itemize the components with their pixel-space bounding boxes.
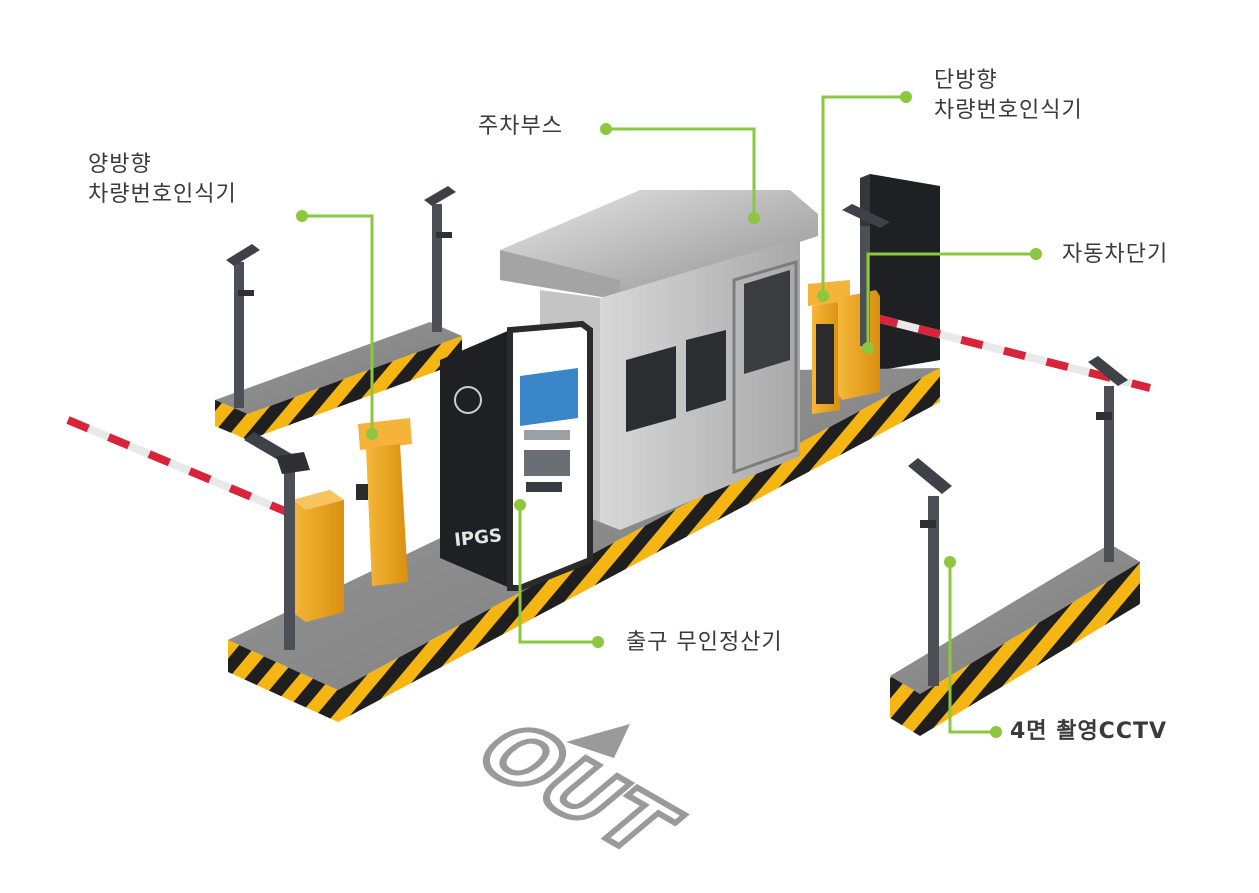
- callout-unidirectional-lpr: [821, 95, 906, 296]
- callout-dot-icon: [1030, 248, 1042, 260]
- callout-dot-icon: [600, 123, 612, 135]
- cctv-pole-right-back: [842, 204, 890, 346]
- callout-auto-barrier: [866, 252, 1036, 348]
- callout-dot-icon: [817, 290, 829, 302]
- bidirectional-lpr-unit: [356, 418, 412, 586]
- front-left-barrier: [66, 416, 344, 622]
- front-right-island: [890, 544, 1140, 736]
- cctv-pole-front-right-2: [1088, 356, 1128, 562]
- floor-out-text: OUT: [454, 708, 699, 870]
- callout-bidirectional-lpr: [302, 214, 374, 434]
- callout-dots: [296, 91, 1042, 738]
- label-bidirectional-lpr-line2: 차량번호인식기: [88, 182, 237, 207]
- callout-lines: [302, 95, 1036, 734]
- callout-dot-icon: [990, 726, 1002, 738]
- callout-dot-icon: [944, 556, 956, 568]
- callout-dot-icon: [900, 91, 912, 103]
- floor-arrow-icon: [566, 724, 630, 758]
- label-unidirectional-lpr-line1: 단방향: [934, 68, 998, 93]
- label-bidirectional-lpr-line1: 양방향: [88, 152, 152, 177]
- label-unidirectional-lpr: 단방향 차량번호인식기: [934, 66, 1083, 126]
- callout-dot-icon: [862, 342, 874, 354]
- exit-kiosk: IPGS: [440, 320, 593, 591]
- label-exit-kiosk: 출구 무인정산기: [626, 630, 783, 655]
- callout-dot-icon: [748, 212, 760, 224]
- back-left-island: [215, 322, 462, 440]
- floor-out-marking: OUT: [451, 705, 702, 873]
- callout-dot-icon: [592, 636, 604, 648]
- label-bidirectional-lpr: 양방향 차량번호인식기: [88, 150, 237, 210]
- callout-exit-kiosk: [518, 505, 598, 644]
- label-auto-barrier: 자동차단기: [1062, 242, 1169, 267]
- cctv-pole-front-left: [244, 432, 310, 650]
- cctv-pole-back-left-1: [226, 244, 260, 408]
- callout-dot-icon: [514, 499, 526, 511]
- label-cctv: 4면 촬영CCTV: [1010, 719, 1168, 744]
- callout-dot-icon: [296, 210, 308, 222]
- kiosk-brand-text: IPGS: [453, 525, 503, 551]
- callout-parking-booth: [606, 127, 756, 218]
- label-unidirectional-lpr-line2: 차량번호인식기: [934, 98, 1083, 123]
- callout-dot-icon: [366, 428, 378, 440]
- callout-cctv: [948, 562, 996, 734]
- cctv-pole-front-right-1: [908, 458, 952, 686]
- cctv-pole-back-left-2: [424, 186, 456, 332]
- unidirectional-lpr-unit: [808, 280, 850, 414]
- label-parking-booth: 주차부스: [478, 114, 563, 139]
